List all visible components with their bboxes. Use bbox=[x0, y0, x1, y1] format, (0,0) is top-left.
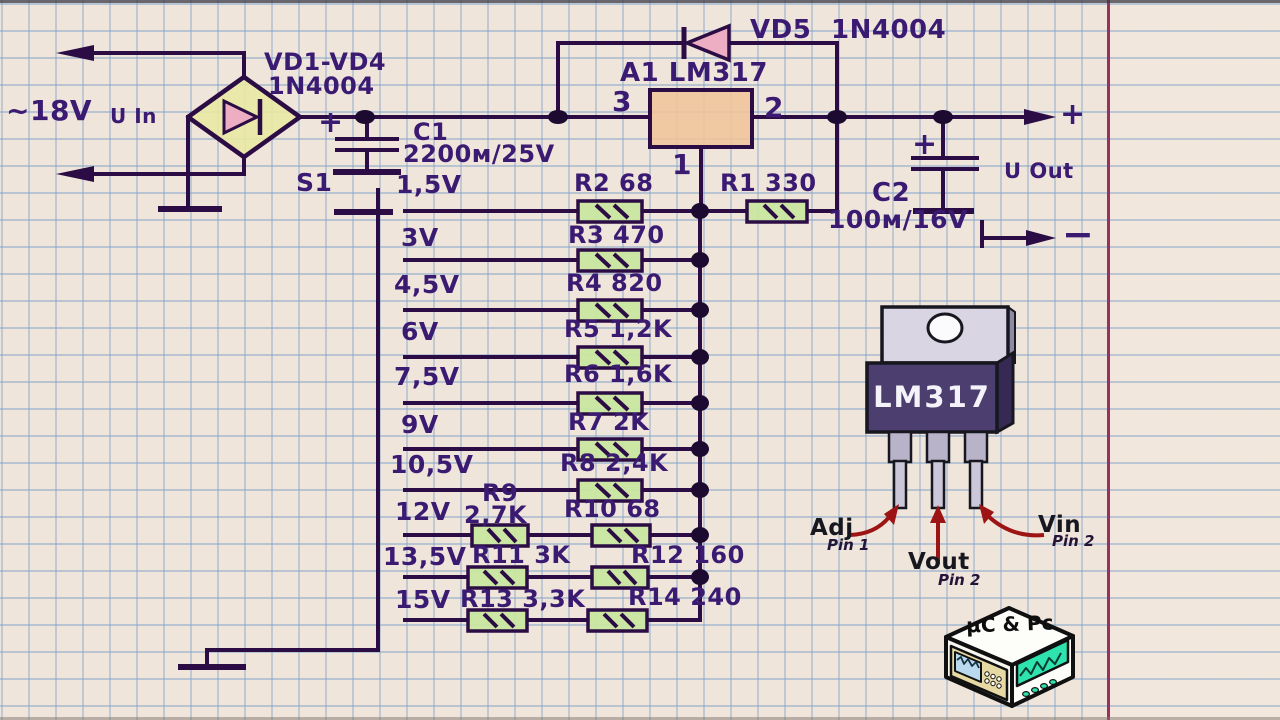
c2-polarity-label: + bbox=[912, 127, 938, 162]
output-minus-arrow-icon bbox=[1026, 230, 1056, 246]
input-arrow-icon bbox=[56, 45, 94, 61]
tap-voltage-label: 3V bbox=[401, 223, 439, 252]
resistor-label: R13 3,3K bbox=[460, 585, 586, 613]
resistor-r1-symbol bbox=[745, 199, 809, 224]
output-plus-label: + bbox=[1060, 97, 1086, 132]
pin-pointer-arrows bbox=[849, 514, 1045, 564]
tap-voltage-label: 9V bbox=[401, 410, 439, 439]
regulator-pin1-label: 1 bbox=[672, 148, 692, 181]
logo-cube-icon: µC & Pc bbox=[944, 606, 1075, 708]
c1-ref-label: C1 bbox=[413, 118, 449, 146]
bridge-part-label: 1N4004 bbox=[268, 72, 375, 100]
resistor-label: R10 68 bbox=[564, 495, 661, 523]
resistor-r2-symbol bbox=[576, 199, 644, 224]
tap-voltage-label: 6V bbox=[401, 317, 439, 346]
package-leg-vin bbox=[968, 459, 984, 510]
notebook-margin-line bbox=[1107, 0, 1110, 720]
ruled-paper-background bbox=[1110, 0, 1280, 720]
resistor-r10-symbol bbox=[590, 523, 652, 548]
resistor-r5-symbol bbox=[576, 345, 644, 370]
output-minus-label: − bbox=[1062, 212, 1095, 256]
package-vout-pin-label: Pin 2 bbox=[938, 571, 981, 589]
wire-arrows bbox=[56, 45, 1056, 246]
regulator-pin2-label: 2 bbox=[764, 91, 784, 124]
resistor-r11-symbol bbox=[466, 565, 529, 590]
tap-voltage-label: 12V bbox=[395, 497, 451, 526]
package-body bbox=[865, 361, 999, 434]
package-leg-adj bbox=[892, 459, 908, 510]
input-voltage-label: ~18V bbox=[6, 94, 93, 127]
c2-ref-label: C2 bbox=[872, 178, 911, 208]
regulator-pin3-label: 3 bbox=[612, 85, 632, 118]
output-plus-arrow-icon bbox=[1024, 109, 1056, 125]
switch-s1-label: S1 bbox=[296, 168, 333, 197]
vd5-part-label: 1N4004 bbox=[831, 15, 947, 45]
resistor-r4-symbol bbox=[576, 298, 644, 323]
resistor-r8-symbol bbox=[576, 478, 644, 503]
adj-arrow-icon bbox=[884, 504, 899, 525]
resistor-r7-symbol bbox=[576, 437, 644, 462]
resistor-label: R7 2K bbox=[568, 408, 650, 436]
tap-voltage-label: 7,5V bbox=[394, 362, 460, 391]
logo-text: µC & Pc bbox=[966, 610, 1054, 637]
terminal-bars bbox=[158, 169, 974, 670]
resistor-label: R3 470 bbox=[568, 221, 665, 249]
diode-vd5-symbol bbox=[681, 23, 731, 63]
resistor-label: R12 160 bbox=[631, 541, 745, 569]
r1-label: R1 330 bbox=[720, 169, 817, 197]
package-vin-pin-label: Pin 2 bbox=[1052, 532, 1095, 550]
input-name-label: U In bbox=[110, 104, 157, 128]
resistor-r13-symbol bbox=[466, 608, 529, 633]
resistor-r6-symbol bbox=[576, 391, 644, 416]
c1-value-label: 2200м/25V bbox=[403, 140, 555, 168]
resistors bbox=[466, 199, 809, 633]
package-vin-label: Vin bbox=[1038, 512, 1082, 538]
input-arrow-icon bbox=[56, 166, 94, 182]
resistor-label: R14 240 bbox=[628, 583, 742, 611]
package-adj-pin-label: Pin 1 bbox=[827, 536, 870, 554]
bridge-rectifier-symbol bbox=[185, 74, 303, 160]
resistor-label: R11 3K bbox=[472, 541, 571, 569]
resistor-r12-symbol bbox=[590, 565, 650, 590]
c1-polarity-label: + bbox=[318, 105, 344, 140]
bridge-ref-label: VD1-VD4 bbox=[264, 48, 387, 76]
package-mounting-hole bbox=[926, 312, 964, 344]
resistor-r14-symbol bbox=[586, 608, 649, 633]
resistor-label: R2 68 bbox=[574, 169, 654, 197]
resistor-r9-symbol bbox=[470, 523, 530, 548]
resistor-value-label: 2,7K bbox=[464, 501, 528, 529]
regulator-ref-label: A1 LM317 bbox=[620, 58, 768, 88]
circuit-wires bbox=[92, 41, 1028, 668]
vd5-ref-label: VD5 bbox=[750, 15, 812, 45]
regulator-a1-box bbox=[648, 88, 754, 149]
package-vout-label: Vout bbox=[908, 549, 970, 575]
tap-voltage-label: 10,5V bbox=[390, 450, 474, 479]
lm317-package-drawing bbox=[849, 305, 1045, 564]
tap-voltage-label: 1,5V bbox=[396, 170, 462, 199]
junction-dots bbox=[355, 110, 953, 585]
package-chip-label: LM317 bbox=[873, 380, 991, 414]
resistor-label: R5 1,2K bbox=[564, 315, 673, 343]
vout-arrow-icon bbox=[930, 505, 946, 523]
package-adj-label: Adj bbox=[810, 515, 854, 541]
tap-voltage-label: 4,5V bbox=[394, 270, 460, 299]
output-name-label: U Out bbox=[1004, 159, 1074, 183]
tap-voltage-label: 15V bbox=[395, 585, 451, 614]
page-top-edge bbox=[0, 0, 1280, 3]
resistor-label: R6 1,6K bbox=[564, 360, 673, 388]
resistor-r3-symbol bbox=[576, 248, 644, 273]
resistor-label: R8 2,4K bbox=[560, 449, 669, 477]
page-bottom-edge bbox=[0, 717, 1280, 720]
tap-voltage-label: 13,5V bbox=[383, 542, 467, 571]
diode-triangle bbox=[222, 98, 261, 136]
c2-value-label: 100м/16V bbox=[828, 205, 968, 234]
package-leg-vout bbox=[930, 459, 946, 510]
resistor-label: R9 bbox=[482, 479, 519, 507]
logo-monitor bbox=[1015, 638, 1070, 688]
resistor-label: R4 820 bbox=[566, 269, 663, 297]
vin-arrow-icon bbox=[979, 504, 994, 524]
